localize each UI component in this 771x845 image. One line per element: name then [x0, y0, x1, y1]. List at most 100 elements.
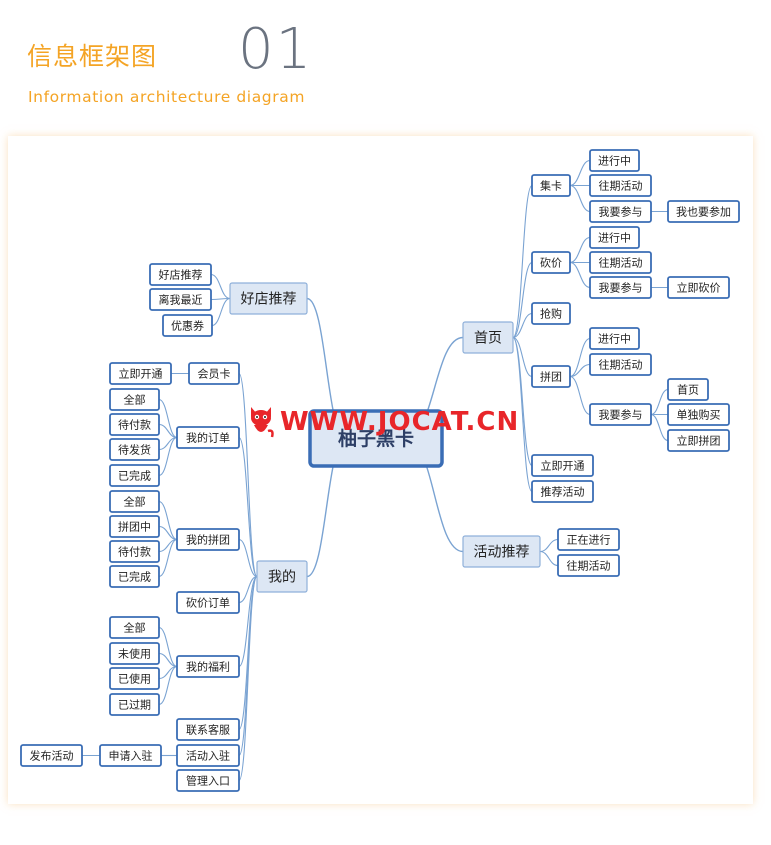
leaf-node: 集卡 [531, 174, 571, 197]
edge-mine-dd [238, 436, 258, 578]
node-label: 全部 [124, 495, 146, 509]
node-label: 进行中 [598, 155, 631, 168]
edge-pt-pt3 [569, 375, 591, 416]
leaf-node: 我的福利 [176, 655, 240, 678]
watermark: WWW.JOCAT.CN [248, 404, 519, 440]
node-box [176, 718, 240, 741]
node-box [462, 321, 514, 354]
edge-pt-pt2 [569, 363, 591, 378]
node-label: 全部 [124, 393, 146, 407]
node-label: 我的订单 [186, 431, 230, 445]
node-label: 我的福利 [186, 660, 230, 674]
node-box [256, 560, 308, 593]
leaf-node: 往期活动 [589, 174, 652, 197]
node-label: 已使用 [118, 673, 151, 686]
node-label: 推荐活动 [541, 485, 585, 499]
node-box [109, 362, 172, 385]
node-label: 立即开通 [541, 459, 585, 473]
leaf-node: 待付款 [109, 413, 160, 436]
edge-wpt-wpt4 [158, 538, 178, 578]
edge-dd-dd1 [158, 398, 178, 439]
page-title: 信息框架图 [27, 42, 158, 71]
leaf-node: 进行中 [589, 149, 640, 172]
node-label: 管理入口 [186, 774, 230, 788]
leaf-node: 我要参与 [589, 276, 652, 299]
node-label: 首页 [677, 383, 699, 397]
node-label: 拼团中 [118, 520, 151, 534]
leaf-node: 推荐活动 [531, 480, 594, 503]
leaf-node: 未使用 [109, 642, 160, 665]
node-box [109, 388, 160, 411]
node-label: 待付款 [118, 418, 151, 432]
leaf-node: 发布活动 [20, 744, 83, 767]
node-box [462, 535, 541, 568]
edge-act-act1 [539, 538, 559, 553]
edge-fl-fl4 [158, 665, 178, 706]
node-label: 会员卡 [198, 368, 231, 381]
node-label: 好店推荐 [159, 268, 203, 282]
node-box [176, 591, 240, 614]
node-box [589, 327, 640, 350]
leaf-node: 活动入驻 [176, 744, 240, 767]
edge-act-act2 [539, 550, 559, 567]
edge-mine-hdrz [238, 575, 258, 757]
node-box [109, 565, 160, 588]
node-box [589, 174, 652, 197]
leaf-node: 拼团中 [109, 515, 160, 538]
leaf-node: 我的拼团 [176, 528, 240, 551]
leaf-node: 进行中 [589, 226, 640, 249]
node-label: 已完成 [118, 570, 151, 584]
leaf-node: 离我最近 [149, 288, 212, 311]
leaf-node: 单独购买 [667, 403, 730, 426]
node-box [109, 540, 160, 563]
node-label: 已过期 [118, 699, 151, 712]
node-label: 申请入驻 [109, 749, 153, 763]
leaf-node: 砍价 [531, 251, 571, 274]
leaf-node: 联系客服 [176, 718, 240, 741]
edge-shop-shop1 [210, 273, 231, 300]
branch-node: 首页 [462, 321, 514, 354]
node-label: 立即开通 [119, 367, 163, 381]
node-label: 往期活动 [599, 179, 643, 193]
node-label: 拼团 [540, 370, 562, 384]
node-label: 立即砍价 [677, 281, 721, 295]
leaf-node: 立即拼团 [667, 429, 730, 452]
node-label: 抢购 [540, 307, 562, 321]
node-box [162, 314, 213, 337]
node-label: 进行中 [598, 232, 631, 245]
leaf-node: 已使用 [109, 667, 160, 690]
node-label: 未使用 [118, 648, 151, 661]
leaf-node: 我也要参加 [667, 200, 740, 223]
edge-mine-kjdd [238, 575, 258, 604]
node-box [149, 263, 212, 286]
root-node: 柚子黑卡 [308, 409, 444, 468]
node-box [109, 693, 160, 716]
node-box [667, 200, 740, 223]
edge-pt-pt1 [569, 337, 591, 378]
leaf-node: 进行中 [589, 327, 640, 350]
branch-node: 活动推荐 [462, 535, 541, 568]
node-label: 联系客服 [186, 723, 230, 737]
node-box [589, 149, 640, 172]
leaf-node: 立即开通 [109, 362, 172, 385]
page-subtitle: Information architecture diagram [28, 88, 306, 106]
node-box [531, 302, 571, 325]
node-label: 砍价订单 [186, 596, 230, 610]
node-label: 立即拼团 [677, 434, 721, 448]
edge-fl-fl1 [158, 626, 178, 668]
edge-mine-wpt [238, 538, 258, 578]
leaf-node: 拼团 [531, 365, 571, 388]
leaf-node: 抢购 [531, 302, 571, 325]
node-label: 活动推荐 [474, 545, 530, 561]
node-box [667, 378, 709, 401]
node-box [531, 251, 571, 274]
node-label: 全部 [124, 621, 146, 635]
edge-home-jika [512, 184, 533, 339]
watermark-text: WWW.JOCAT.CN [280, 407, 520, 437]
leaf-node: 待发货 [109, 438, 160, 461]
leaf-node: 已完成 [109, 565, 160, 588]
leaf-node: 会员卡 [188, 362, 240, 385]
node-box [589, 403, 652, 426]
node-box [589, 200, 652, 223]
